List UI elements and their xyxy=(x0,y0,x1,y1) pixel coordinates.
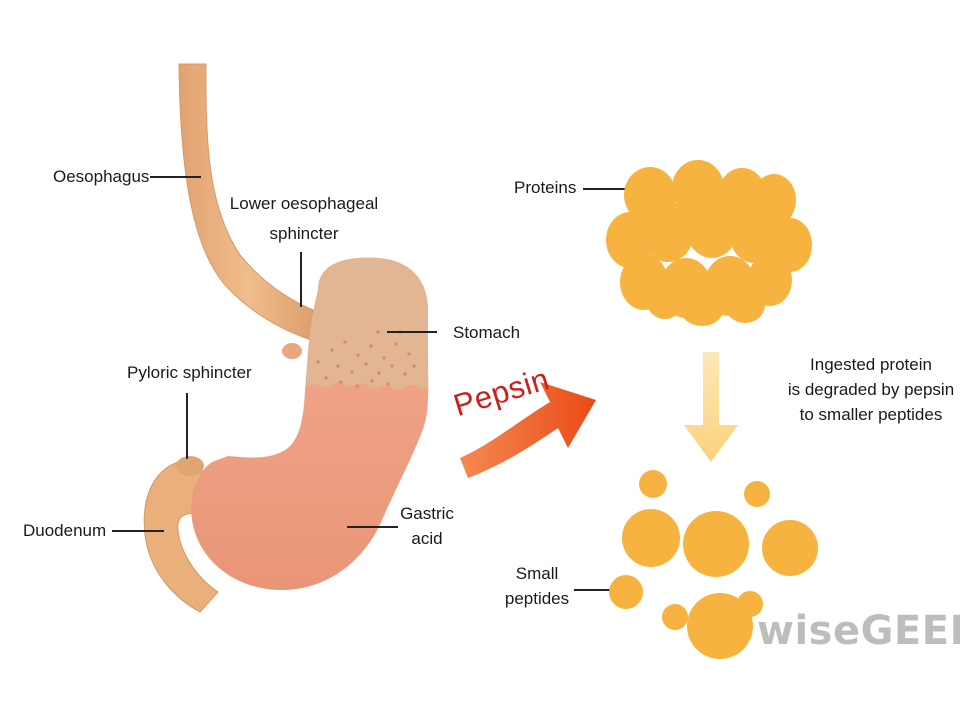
watermark-logo: wiseGEEK xyxy=(757,608,960,654)
pyloric-sphincter-shape xyxy=(282,343,302,359)
label-duodenum: Duodenum xyxy=(23,521,107,540)
caption-line1: Ingested protein xyxy=(810,355,932,374)
label-gastric-line2: acid xyxy=(411,529,443,548)
label-oesophagus: Oesophagus xyxy=(53,167,150,186)
pepsin-arrow xyxy=(460,382,596,478)
label-small-peptides-line2: peptides xyxy=(504,589,570,608)
label-gastric-line1: Gastric xyxy=(400,504,454,523)
caption-line3: to smaller peptides xyxy=(799,405,943,424)
small-peptides xyxy=(609,470,818,659)
label-proteins: Proteins xyxy=(514,178,577,197)
label-small-peptides-line1: Small xyxy=(515,564,559,583)
caption: Ingested protein is degraded by pepsin t… xyxy=(786,354,956,426)
down-arrow xyxy=(684,352,738,462)
label-stomach: Stomach xyxy=(453,323,521,342)
label-pyloric-sphincter: Pyloric sphincter xyxy=(127,363,252,382)
label-small-peptides: Small peptides xyxy=(500,563,574,610)
label-lower-sphincter-line1: Lower oesophageal xyxy=(229,194,379,213)
stomach-shape xyxy=(191,257,429,590)
protein-cluster xyxy=(606,160,812,326)
label-gastric-acid: Gastric acid xyxy=(397,503,457,550)
leader-lines xyxy=(112,176,632,591)
label-lower-sphincter: Lower oesophageal sphincter xyxy=(224,193,384,245)
label-lower-sphincter-line2: sphincter xyxy=(269,224,339,243)
caption-line2: is degraded by pepsin xyxy=(787,380,955,399)
